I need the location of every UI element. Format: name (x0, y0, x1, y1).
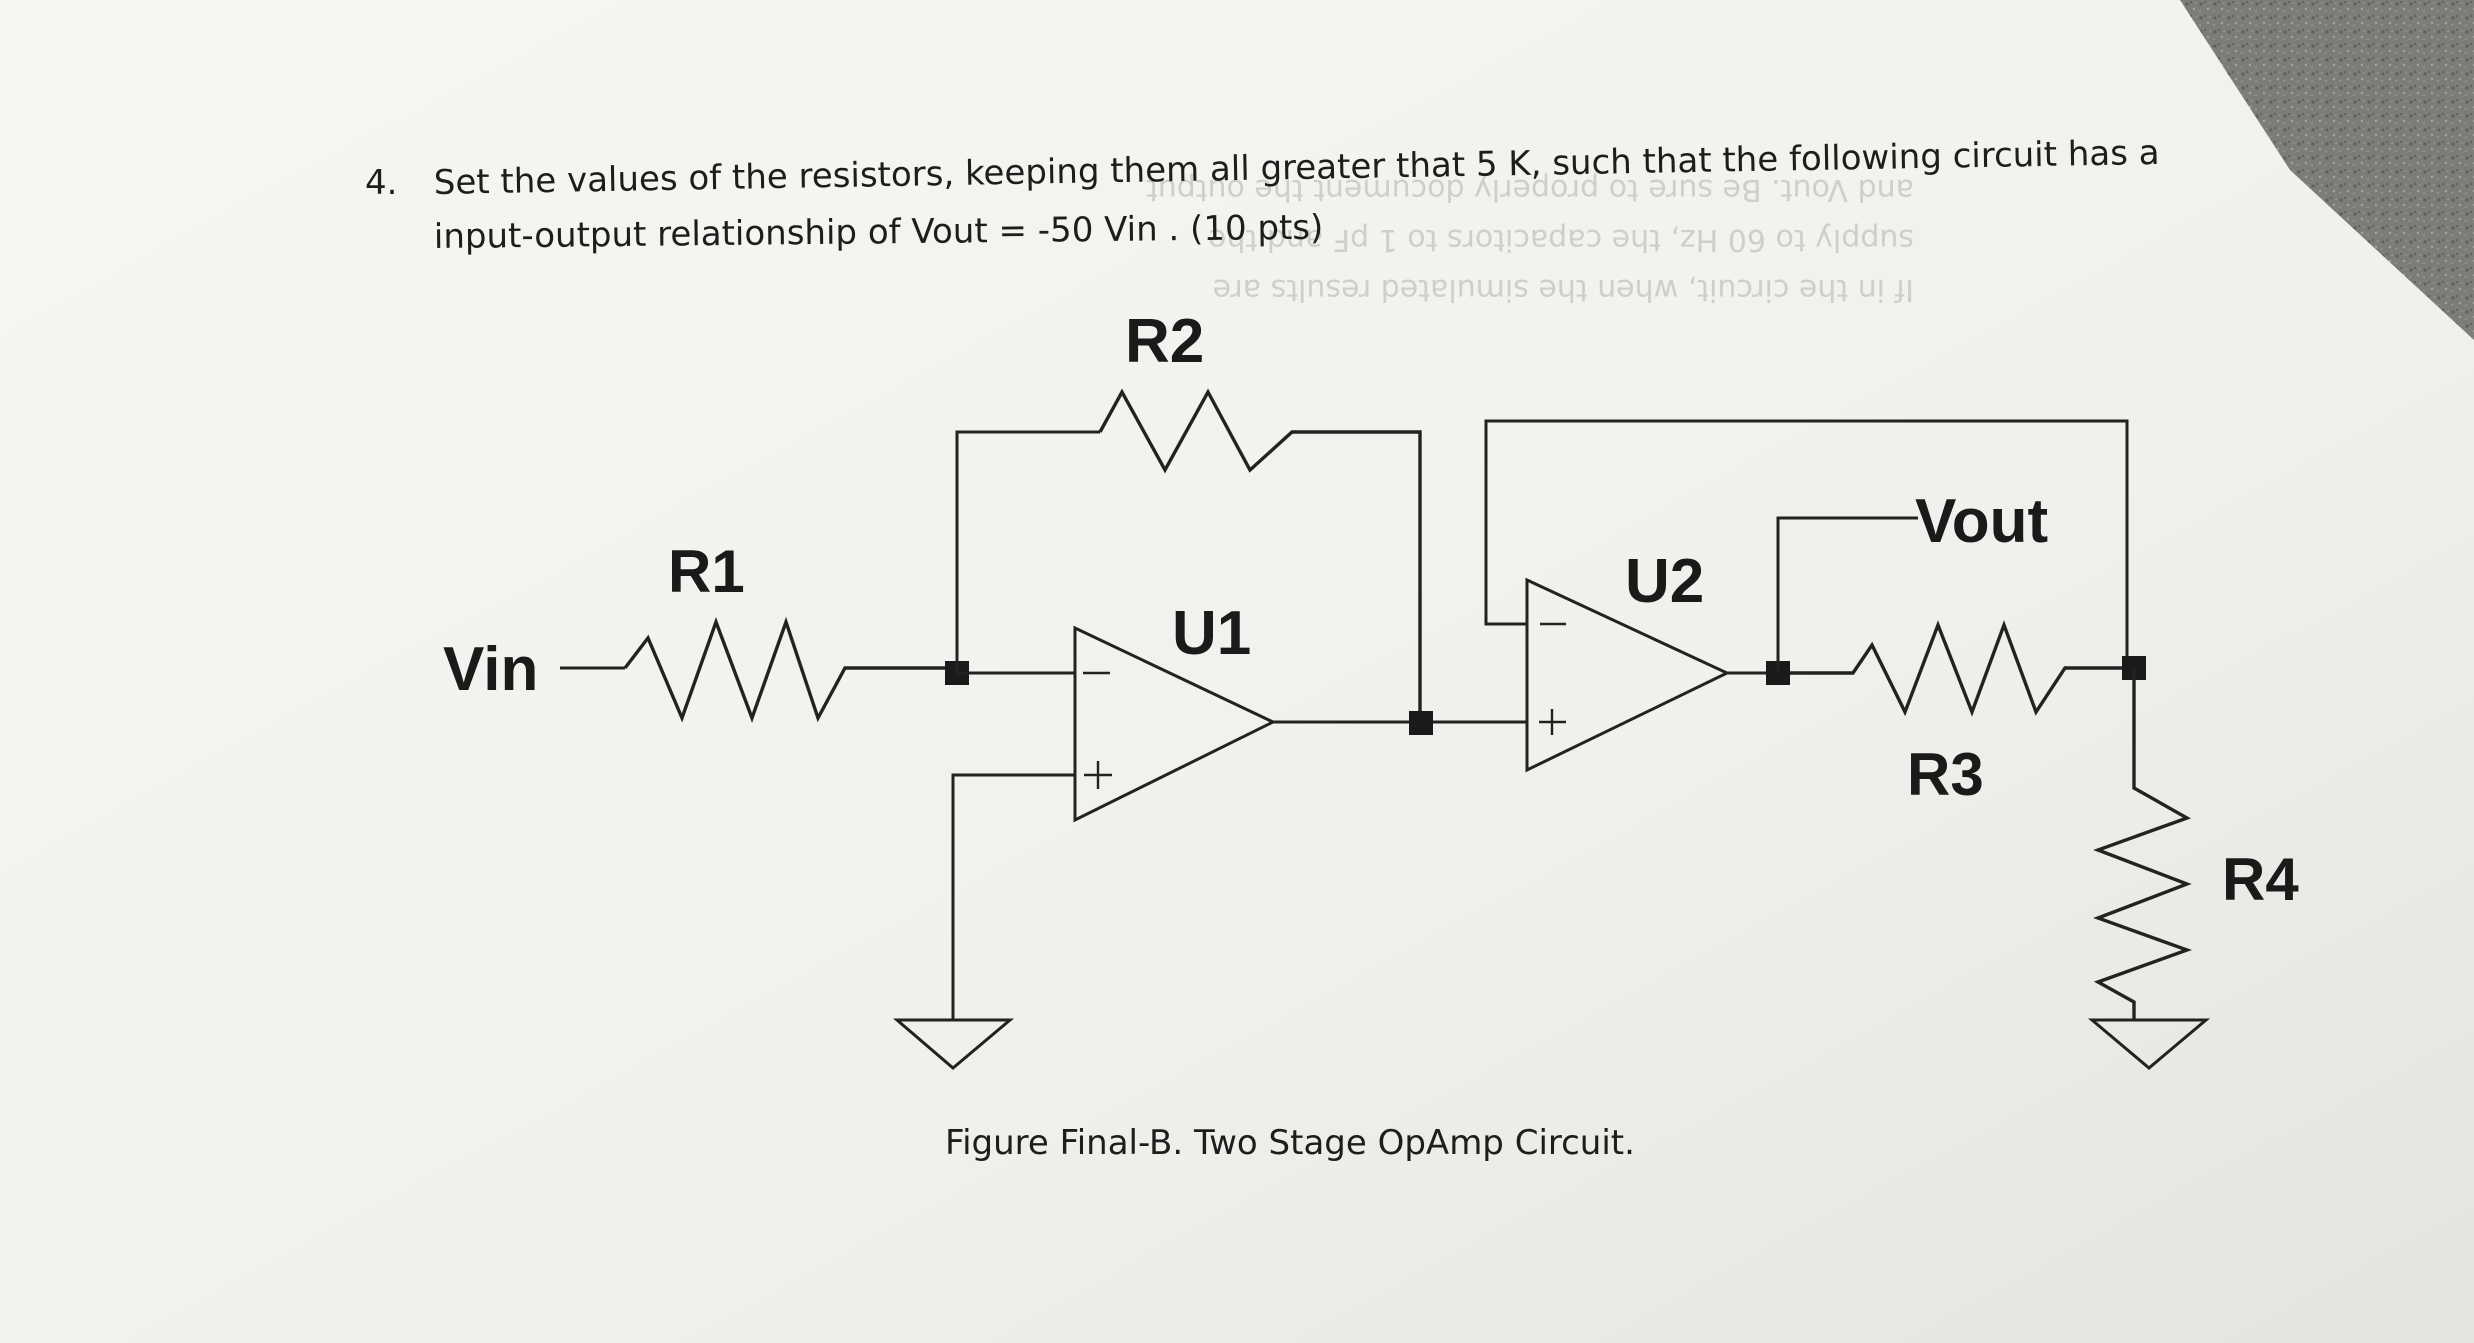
r4-resistor-zigzag (2093, 668, 2193, 1020)
vout-label: Vout (1915, 487, 2048, 556)
r2-resistor-zigzag (1098, 388, 1422, 722)
ground-symbol-r4 (2087, 1018, 2211, 1070)
bleed-through-text: If in the circuit, when the simulated re… (1146, 172, 1914, 307)
r4-label: R4 (2222, 846, 2299, 913)
ground-symbol-u1 (892, 1018, 1015, 1070)
vout-tap-wire (1776, 516, 1918, 673)
svg-text:and Vout. Be sure to properly: and Vout. Be sure to properly document t… (1146, 172, 1914, 207)
vin-label: Vin (443, 635, 538, 704)
u2-feedback-wire (1484, 419, 2129, 668)
u1-output-node (1409, 711, 1433, 735)
r2-feedback-wire-left (955, 430, 1100, 673)
u1-label: U1 (1172, 599, 1251, 668)
svg-text:supply to 60 Hz, the capacitor: supply to 60 Hz, the capacitors to 1 pF … (1208, 222, 1914, 257)
u1-opamp-triangle (1073, 625, 1277, 823)
u1-noninverting-wire (951, 773, 1075, 1020)
u2-label: U2 (1625, 547, 1704, 616)
figure-caption: Figure Final-B. Two Stage OpAmp Circuit. (945, 1123, 1635, 1163)
problem-text-line2: input-output relationship of Vout = -50 … (434, 208, 1324, 257)
r2-label: R2 (1125, 307, 1204, 376)
r1-label: R1 (668, 538, 745, 605)
circuit-diagram: Vin R1 R2 U1 U2 Vout (443, 307, 2299, 1070)
svg-text:If in the circuit, when the si: If in the circuit, when the simulated re… (1213, 272, 1914, 307)
r3-label: R3 (1907, 741, 1984, 808)
u2-opamp-triangle (1525, 577, 1731, 773)
r1-resistor-zigzag (623, 616, 955, 723)
u1-plus-sign (1084, 761, 1112, 789)
r3-resistor-zigzag (1790, 620, 2127, 717)
u2-plus-sign (1539, 709, 1566, 735)
problem-number: 4. (365, 163, 397, 203)
